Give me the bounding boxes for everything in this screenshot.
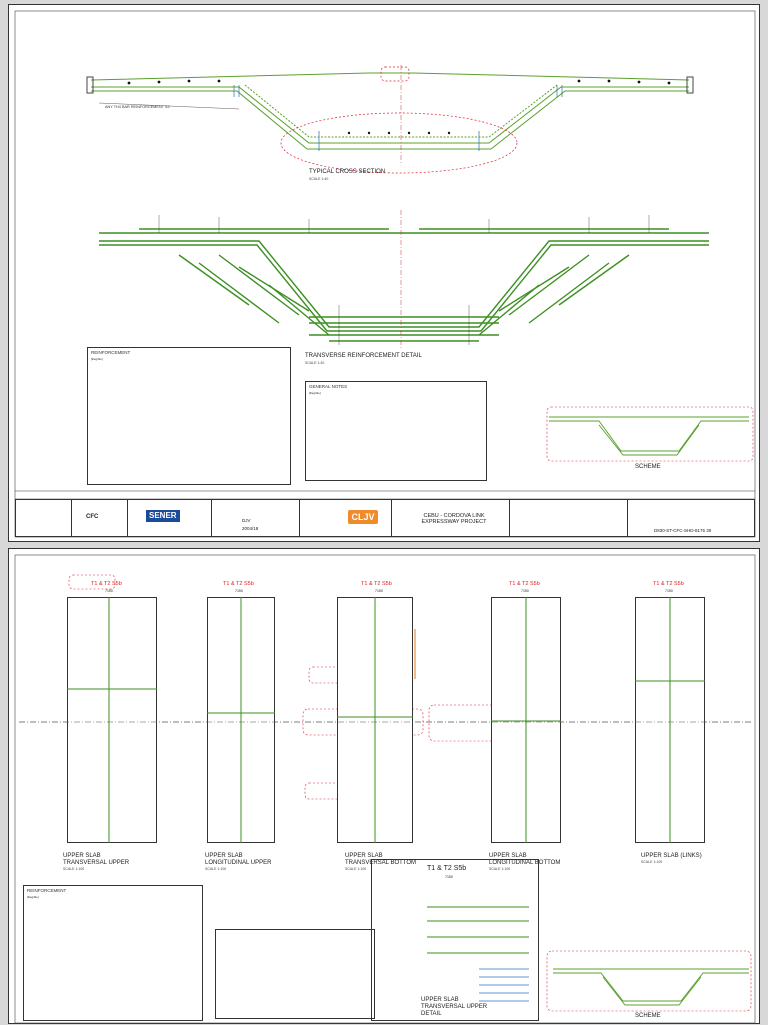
detail-title: UPPER SLAB <box>421 997 459 1003</box>
scheme-title: SCHEME <box>635 464 661 470</box>
panel-2-subtitle: LONGITUDINAL UPPER <box>205 860 272 866</box>
panel-1-title: UPPER SLAB <box>63 853 101 859</box>
date-label: 2004/18 <box>242 526 259 531</box>
panel-1-scale: SCALE 1:100 <box>63 867 85 871</box>
cross-section-title: TYPICAL CROSS SECTION <box>309 169 386 175</box>
panel-5-scale: SCALE 1:100 <box>641 860 663 864</box>
cross-section-markers <box>127 79 671 135</box>
panel-4-frame <box>491 597 561 843</box>
drawing-number: D830-ST-CFC-SHD-8176 30 <box>654 528 712 533</box>
panel-1-dim: 7150 <box>105 589 113 593</box>
reinforcement-bars <box>99 228 709 342</box>
notes-body: [illegible] <box>91 356 103 361</box>
panel-5-head: T1 & T2 S5b <box>653 581 684 587</box>
general-notes-body: [illegible] <box>309 390 321 395</box>
detail-cloud <box>280 112 518 174</box>
panel-2-scale: SCALE 1:100 <box>205 867 227 871</box>
detail-dim: 7150 <box>445 875 453 879</box>
detail-frame <box>371 859 539 1021</box>
title-block: CFC SENER DJV 2004/18 CLJV CEBU - CORDOV… <box>15 499 755 537</box>
cross-section-girder <box>86 72 694 150</box>
panel-3-dim: 7150 <box>375 589 383 593</box>
panel-5-frame <box>635 597 705 843</box>
panel-5-title: UPPER SLAB (LINKS) <box>641 853 702 859</box>
notes-2-body: [illegible] <box>27 894 39 899</box>
panel-2-frame <box>207 597 275 843</box>
notes-title: REINFORCEMENT <box>91 350 131 355</box>
panel-3-subtitle: TRANSVERSAL BOTTOM <box>345 860 417 866</box>
panel-3-frame <box>337 597 413 843</box>
detail-subtitle: TRANSVERSAL UPPER <box>421 1004 488 1010</box>
bar-schedule-2 <box>215 929 375 1019</box>
scheme-2-title: SCHEME <box>635 1013 661 1019</box>
reinforcement-notes: REINFORCEMENT [illegible] <box>87 347 291 485</box>
reinforcement-notes-2: REINFORCEMENT [illegible] <box>23 885 203 1021</box>
callout-label: ANY TH4 BAR REINFORCEMENT S2 <box>105 105 170 109</box>
title-block-grid <box>15 490 755 500</box>
cross-section-stirrups <box>233 85 563 151</box>
panel-3-head: T1 & T2 S5b <box>361 581 392 587</box>
scheme-diagram <box>549 416 749 456</box>
panel-4-dim: 7150 <box>521 589 529 593</box>
cross-section-scale: SCALE 1:40 <box>309 177 329 181</box>
panel-2-head: T1 & T2 S5b <box>223 581 254 587</box>
consultant-logo: SENER <box>146 510 180 522</box>
panel-1-subtitle: TRANSVERSAL UPPER <box>63 860 130 866</box>
project-title: CEBU - CORDOVA LINK EXPRESSWAY PROJECT <box>421 513 487 525</box>
panel-5-dim: 7150 <box>665 589 673 593</box>
panel-2-dim: 7150 <box>235 589 243 593</box>
detail-subtitle-2: DETAIL <box>421 1011 442 1017</box>
general-notes: GENERAL NOTES [illegible] <box>305 381 487 481</box>
panel-3-scale: SCALE 1:100 <box>345 867 367 871</box>
contractor-logo: CLJV <box>348 510 378 524</box>
notes-2-title: REINFORCEMENT <box>27 888 67 893</box>
author-label: DJV <box>242 518 251 523</box>
panel-1-head: T1 & T2 S5b <box>91 581 122 587</box>
reinforcement-detail-title: TRANSVERSE REINFORCEMENT DETAIL <box>305 353 422 359</box>
panel-1-frame <box>67 597 157 843</box>
drawing-sheet-1: ANY TH4 BAR REINFORCEMENT S2 TYPICAL CRO… <box>8 4 760 542</box>
panel-4-subtitle: LONGITUDINAL BOTTOM <box>489 860 561 866</box>
reinforcement-detail-scale: SCALE 1:40 <box>305 361 325 365</box>
panel-4-scale: SCALE 1:100 <box>489 867 511 871</box>
detail-head: T1 & T2 S5b <box>427 865 467 872</box>
client-logo: CFC <box>86 514 99 520</box>
drawing-sheet-2: T1 & T2 S5b 7150 T1 & T2 S5b 7150 T1 & T… <box>8 548 760 1024</box>
general-notes-title: GENERAL NOTES <box>309 384 348 389</box>
panel-4-head: T1 & T2 S5b <box>509 581 540 587</box>
panel-3-title: UPPER SLAB <box>345 853 383 859</box>
panel-4-title: UPPER SLAB <box>489 853 527 859</box>
panel-2-title: UPPER SLAB <box>205 853 243 859</box>
reinforcement-leaders <box>158 215 650 345</box>
